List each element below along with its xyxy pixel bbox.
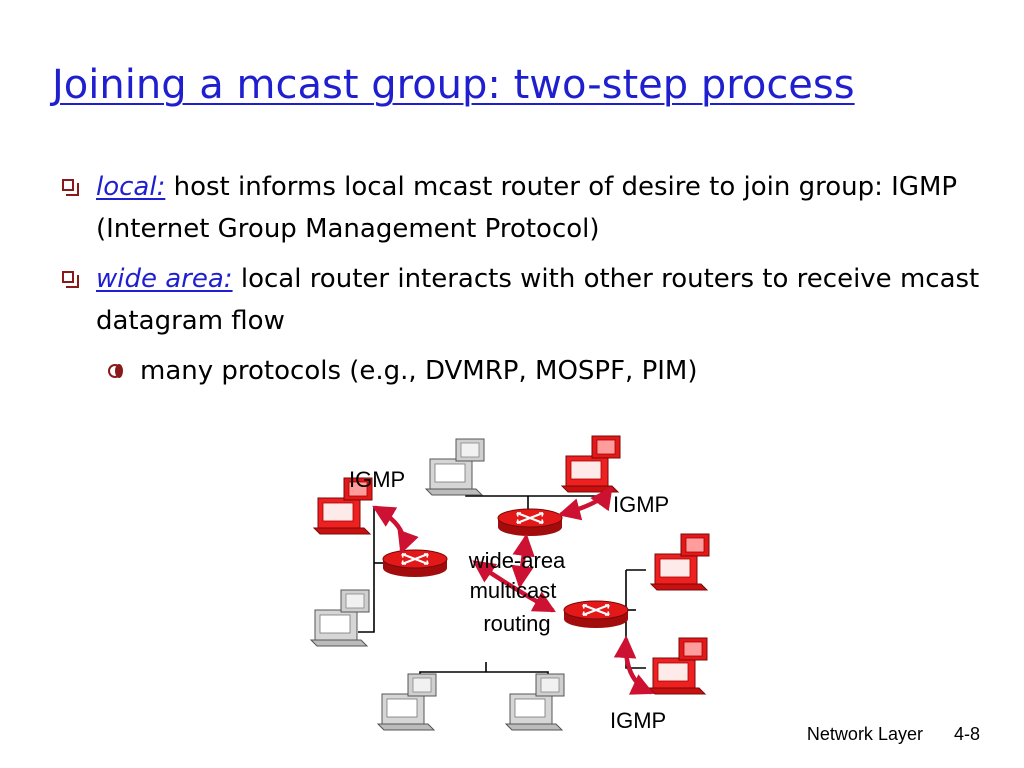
bullet-marker-icon xyxy=(62,271,79,288)
bullet-term-local: local: xyxy=(96,172,166,202)
igmp-label-left: IGMP xyxy=(349,467,405,492)
sub-bullet-marker-icon xyxy=(108,364,123,378)
bullet-text-wide-area: local router interacts with other router… xyxy=(96,264,980,336)
bullet-term-wide-area: wide area: xyxy=(96,264,233,294)
bullet-text-local: host informs local mcast router of desir… xyxy=(96,172,958,244)
router-icon xyxy=(496,507,564,538)
computer-icon xyxy=(650,533,710,591)
footer-page-number: 4-8 xyxy=(953,724,980,744)
bullet-local: local: host informs local mcast router o… xyxy=(62,166,982,250)
igmp-label-top-right: IGMP xyxy=(613,492,669,517)
center-label-line-3: routing xyxy=(483,611,550,636)
slide-footer: Network Layer 4-8 xyxy=(807,724,980,745)
computer-icon xyxy=(310,589,370,647)
router-icon xyxy=(562,599,630,630)
center-label-line-2: multicast xyxy=(470,578,557,603)
footer-section: Network Layer xyxy=(806,724,923,744)
sub-bullet-protocols: many protocols (e.g., DVMRP, MOSPF, PIM) xyxy=(62,350,982,392)
bullet-list: local: host informs local mcast router o… xyxy=(62,166,982,392)
bullet-marker-icon xyxy=(62,179,79,196)
router-icon xyxy=(381,548,449,579)
computer-icon xyxy=(425,438,485,496)
igmp-arrows xyxy=(372,486,655,695)
computer-icon xyxy=(377,673,437,731)
bullet-wide-area: wide area: local router interacts with o… xyxy=(62,258,982,342)
computer-icon xyxy=(561,435,621,493)
igmp-label-bottom: IGMP xyxy=(610,708,666,733)
computer-icon xyxy=(648,637,708,695)
center-label-line-1: wide-area xyxy=(468,548,566,573)
computer-icon xyxy=(505,673,565,731)
sub-bullet-text: many protocols (e.g., DVMRP, MOSPF, PIM) xyxy=(140,356,698,386)
slide-title: Joining a mcast group: two-step process xyxy=(52,62,855,108)
